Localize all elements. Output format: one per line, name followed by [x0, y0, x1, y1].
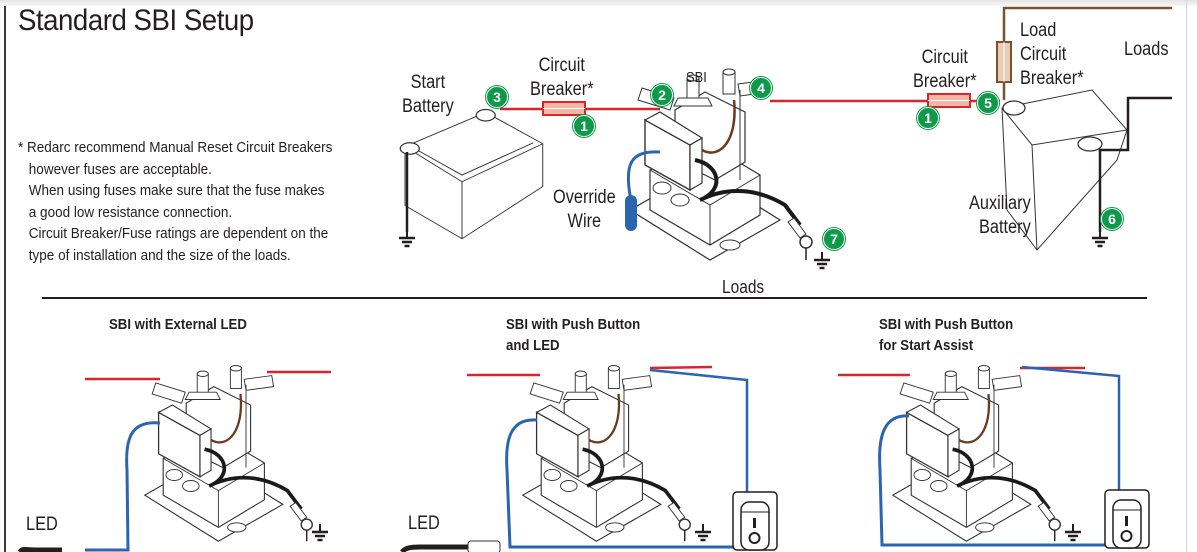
push-button-switch: [732, 491, 778, 551]
positive-wire: [649, 365, 713, 370]
override-wire: [626, 150, 661, 226]
led-label: LED: [408, 513, 440, 534]
aux-ground-wire: [1098, 96, 1172, 232]
sbi-unit: [142, 363, 315, 544]
switch-wire: [1021, 365, 1121, 493]
ground-icon: [397, 228, 417, 248]
led-wire: [85, 421, 161, 552]
callout-5: 5: [977, 92, 999, 114]
push-button-switch: [1104, 489, 1150, 549]
ground-icon: [1063, 522, 1083, 542]
override-wire-plug: [625, 195, 637, 231]
led-lead: [400, 544, 470, 552]
label-line: Breaker*: [530, 79, 594, 100]
callout-7: 7: [823, 228, 845, 250]
callout-1-left: 1: [573, 115, 595, 137]
sbi-unit: [890, 363, 1063, 544]
page-title: Standard SBI Setup: [18, 4, 254, 37]
page-left-border: [4, 6, 6, 552]
note-line: When using fuses make sure that the fuse…: [28, 182, 325, 200]
label-line: Battery: [402, 96, 454, 117]
label-line: Start: [410, 72, 446, 93]
loads-bottom-label: Loads: [722, 277, 765, 297]
note-line: Circuit Breaker/Fuse ratings are depende…: [28, 225, 329, 243]
callout-3: 3: [486, 86, 508, 108]
label-line: Wire: [567, 211, 602, 232]
label-line: Breaker*: [913, 71, 977, 92]
label-line: Circuit: [1020, 44, 1067, 65]
note-line: however fuses are acceptable.: [28, 160, 212, 178]
breaker-note: * Redarc recommend Manual Reset Circuit …: [18, 137, 332, 267]
callout-6: 6: [1101, 208, 1123, 230]
sub-diagram-title-external-led: SBI with External LED: [109, 314, 247, 335]
title-line: SBI with Push Button: [879, 316, 1014, 333]
circuit-breaker-left-label: Circuit Breaker*: [530, 54, 594, 102]
label-line: Breaker*: [1020, 68, 1084, 89]
led-lead: [17, 547, 62, 552]
start-battery: [399, 108, 544, 240]
sbi-label: SBI: [686, 69, 707, 86]
label-line: Override: [553, 187, 616, 208]
ground-icon: [693, 522, 713, 542]
title-line: SBI with External LED: [109, 316, 247, 333]
circuit-breaker-right-label: Circuit Breaker*: [913, 46, 977, 94]
sub-diagram-title-start-assist: SBI with Push Button for Start Assist: [879, 314, 1013, 356]
sub-diagram-title-push-button-led: SBI with Push Button and LED: [506, 314, 640, 356]
page-right-border: [1186, 0, 1187, 552]
label-line: Auxiliary: [969, 193, 1031, 214]
note-line: * Redarc recommend Manual Reset Circuit …: [18, 139, 333, 156]
page-top-band: [0, 0, 1197, 6]
resistor: [467, 540, 501, 552]
callout-2: 2: [651, 84, 673, 106]
auxiliary-battery-label: Auxiliary Battery: [969, 192, 1031, 240]
callout-1-right: 1: [917, 107, 939, 129]
ground-icon: [812, 250, 832, 270]
callout-4: 4: [750, 77, 772, 99]
start-assist-wire: [878, 414, 1105, 547]
title-line: SBI with Push Button: [506, 316, 641, 333]
switch-wire: [649, 368, 749, 493]
label-line: Circuit: [921, 47, 968, 68]
ground-icon: [1090, 228, 1110, 248]
ground-icon: [310, 522, 330, 542]
auxiliary-battery: [1001, 89, 1128, 251]
start-battery-label: Start Battery: [402, 71, 454, 119]
led-wire: [505, 418, 738, 549]
note-line: a good low resistance connection.: [28, 203, 233, 221]
led-label: LED: [26, 514, 58, 535]
label-line: Load: [1020, 20, 1057, 41]
title-line: for Start Assist: [879, 337, 974, 354]
sbi-unit: [520, 363, 693, 544]
loads-right-label: Loads: [1124, 39, 1169, 60]
section-divider: [42, 297, 1147, 299]
label-line: Battery: [978, 217, 1031, 238]
title-line: and LED: [506, 337, 560, 354]
override-wire-label: Override Wire: [553, 186, 616, 234]
label-line: Circuit: [538, 55, 585, 76]
note-line: type of installation and the size of the…: [28, 246, 291, 264]
load-circuit-breaker-label: Load Circuit Breaker*: [1020, 19, 1084, 91]
